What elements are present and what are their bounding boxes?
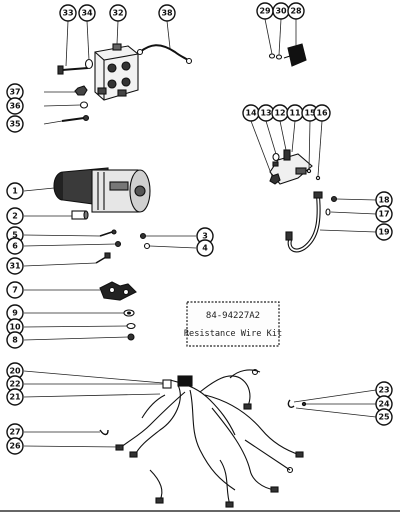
kit-title: Resistance Wire Kit [184,329,282,339]
callout-11: 11 [286,104,304,122]
callout-35: 35 [6,115,24,133]
callout-32: 32 [109,4,127,22]
callout-number: 21 [9,393,21,402]
callout-7: 7 [6,281,24,299]
callout-number: 29 [259,7,271,16]
solenoid-block [94,43,139,101]
callout-31: 31 [6,257,24,275]
lock-washer-small [126,322,136,330]
terminal-screw [99,229,117,237]
mount-block [283,43,307,67]
callout-29: 29 [256,2,274,20]
callout-33: 33 [59,4,77,22]
bushing [71,210,89,220]
callout-8: 8 [6,331,24,349]
callout-4: 4 [196,239,214,257]
bracket [99,281,137,301]
starter-motor [53,167,151,213]
flat-washer [123,309,135,317]
callout-number: 4 [202,244,208,253]
callout-number: 5 [12,231,18,240]
wiring-harness [115,368,304,508]
callout-12: 12 [271,104,289,122]
callout-9: 9 [6,304,24,322]
leader-lines [23,18,377,448]
callout-number: 19 [378,228,390,237]
callout-number: 13 [260,109,271,118]
callout-number: 30 [275,7,287,16]
nut [74,85,88,96]
wire-terminal [325,195,338,216]
callout-number: 9 [12,309,18,318]
cable [136,44,193,65]
hex-screw [95,252,111,264]
relay-switch [269,149,313,185]
callout-14: 14 [242,104,260,122]
callout-number: 23 [378,386,389,395]
callout-number: 27 [9,428,20,437]
callout-number: 11 [289,109,301,118]
callout-number: 35 [9,120,21,129]
callout-number: 1 [12,187,18,196]
callout-38: 38 [158,4,176,22]
bolt [61,114,90,122]
callout-number: 17 [378,210,389,219]
callout-number: 36 [9,102,21,111]
kit-label-box: 84-94227A2 Resistance Wire Kit [184,301,282,347]
kit-part-number: 84-94227A2 [206,311,260,321]
callout-23: 23 [375,381,393,399]
callout-number: 38 [161,9,173,18]
small-washer [306,168,321,181]
callout-number: 25 [378,413,390,422]
callout-number: 28 [290,7,302,16]
callout-number: 12 [274,109,285,118]
callout-number: 10 [9,323,21,332]
callout-number: 31 [9,262,21,271]
callout-number: 26 [9,442,21,451]
small-nut [268,53,283,60]
callout-10: 10 [6,318,24,336]
callout-36: 36 [6,97,24,115]
clip-hardware [287,399,307,409]
callout-number: 8 [12,336,18,345]
callout-number: 16 [316,109,328,118]
washer [84,58,94,70]
lock-washer [79,101,89,109]
callout-28: 28 [287,2,305,20]
callout-2: 2 [6,207,24,225]
callout-3: 3 [196,227,214,245]
screw [57,65,89,75]
callout-number: 34 [81,9,93,18]
callout-number: 3 [202,232,208,241]
callout-number: 2 [12,212,18,221]
resistance-wire [285,191,323,253]
callout-34: 34 [78,4,96,22]
callout-26: 26 [6,437,24,455]
callout-number: 7 [12,286,18,295]
callout-number: 33 [62,9,73,18]
callout-1: 1 [6,182,24,200]
callout-number: 6 [12,242,18,251]
callout-number: 15 [304,109,316,118]
callout-number: 18 [378,196,390,205]
callout-25: 25 [375,408,393,426]
wire-clip [99,429,109,436]
callout-17: 17 [375,205,393,223]
callout-16: 16 [313,104,331,122]
callout-number: 20 [9,367,21,376]
nut-small [127,333,135,341]
callout-number: 37 [9,88,20,97]
callout-number: 32 [112,9,123,18]
callout-15: 15 [301,104,319,122]
callout-30: 30 [272,2,290,20]
callout-19: 19 [375,223,393,241]
callout-21: 21 [6,388,24,406]
callout-number: 14 [245,109,257,118]
terminal-nut [114,240,122,248]
callout-6: 6 [6,237,24,255]
callout-number: 24 [378,400,390,409]
callout-number: 22 [9,380,20,389]
